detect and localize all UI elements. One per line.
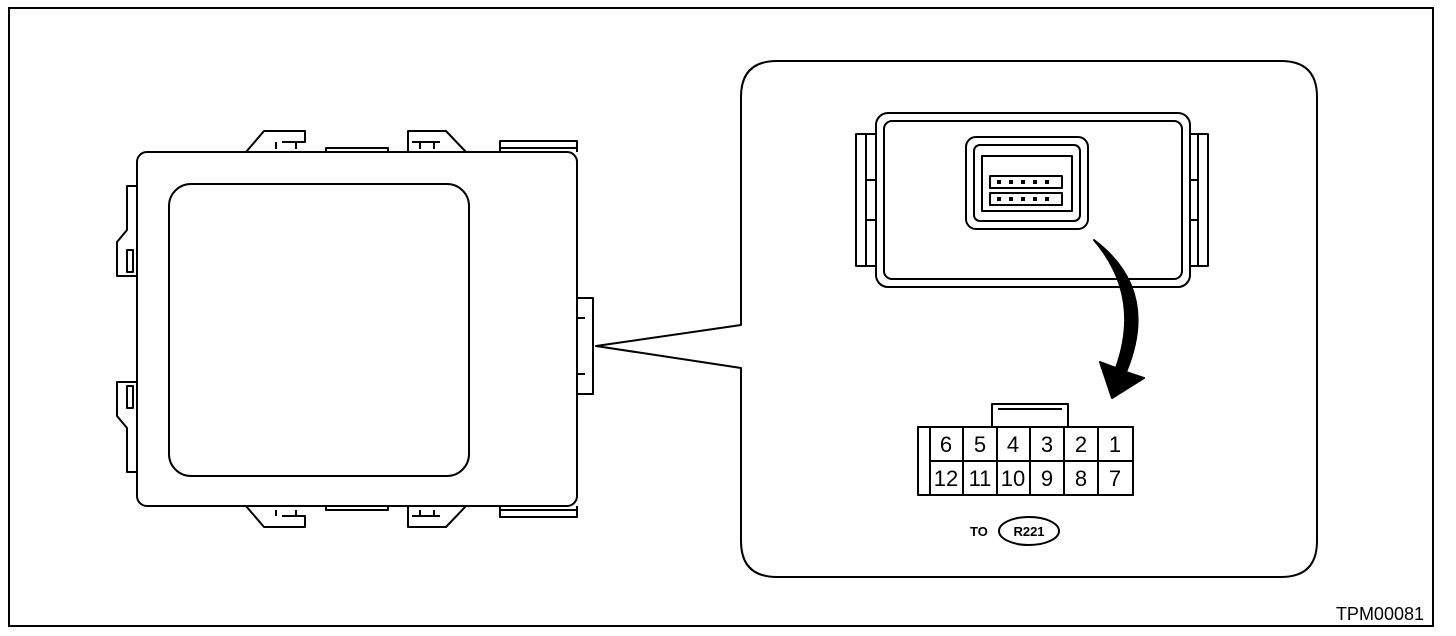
connector-ref-oval <box>998 516 1060 546</box>
connector-ref-label: R221 <box>1013 524 1044 539</box>
diagram-frame <box>8 7 1434 627</box>
connector-housing <box>855 112 1209 288</box>
pin-label: 4 <box>1007 432 1019 457</box>
figure-code: TPM00081 <box>1336 604 1424 624</box>
pin-label: 7 <box>1109 466 1121 491</box>
pin-label: 3 <box>1041 432 1053 457</box>
pin-label: 6 <box>940 432 952 457</box>
pin-label: 10 <box>1001 466 1025 491</box>
pin-label: 5 <box>974 432 986 457</box>
control-module <box>116 130 594 528</box>
curved-arrow-icon <box>1093 239 1145 399</box>
pin-label: 2 <box>1075 432 1087 457</box>
connector-pin-dots <box>997 180 1049 201</box>
pin-numbers: 6 5 4 3 2 1 12 11 10 9 8 7 <box>934 432 1121 491</box>
callout-bubble <box>595 60 1318 578</box>
pin-label: 9 <box>1041 466 1053 491</box>
pin-label: 11 <box>969 466 992 491</box>
to-label: TO <box>970 524 988 539</box>
pin-layout-grid <box>917 403 1134 496</box>
pin-label: 12 <box>934 466 958 491</box>
pin-label: 1 <box>1109 432 1121 457</box>
pin-label: 8 <box>1075 466 1087 491</box>
